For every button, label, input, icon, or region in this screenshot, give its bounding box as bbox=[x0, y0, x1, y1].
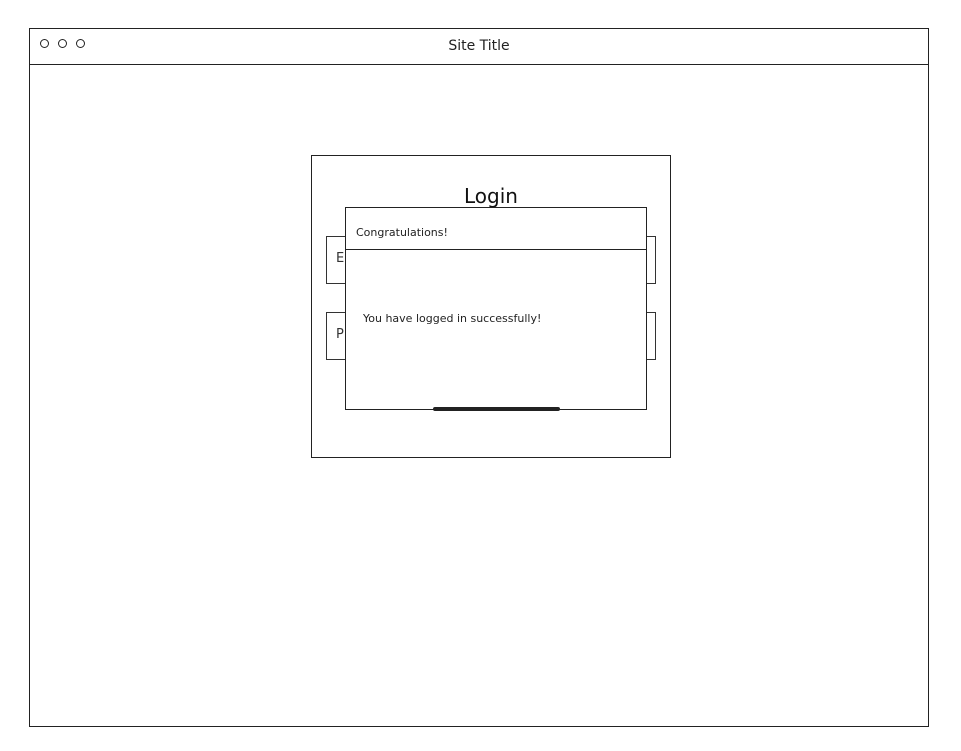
modal-header: Congratulations! bbox=[346, 208, 646, 250]
email-field-label: E bbox=[336, 251, 345, 266]
circle-icon[interactable] bbox=[40, 39, 49, 48]
login-title: Login bbox=[464, 184, 518, 208]
window-controls bbox=[40, 39, 85, 48]
browser-window: Site Title Login E P Congratulations! Yo… bbox=[29, 28, 929, 727]
window-titlebar: Site Title bbox=[30, 29, 928, 65]
modal-message: You have logged in successfully! bbox=[363, 312, 542, 325]
success-modal: Congratulations! You have logged in succ… bbox=[345, 207, 647, 411]
circle-icon[interactable] bbox=[58, 39, 67, 48]
circle-icon[interactable] bbox=[76, 39, 85, 48]
modal-dismiss-button[interactable] bbox=[433, 407, 560, 411]
password-field-label: P bbox=[336, 327, 344, 342]
modal-title: Congratulations! bbox=[356, 226, 448, 239]
site-title: Site Title bbox=[448, 38, 510, 54]
